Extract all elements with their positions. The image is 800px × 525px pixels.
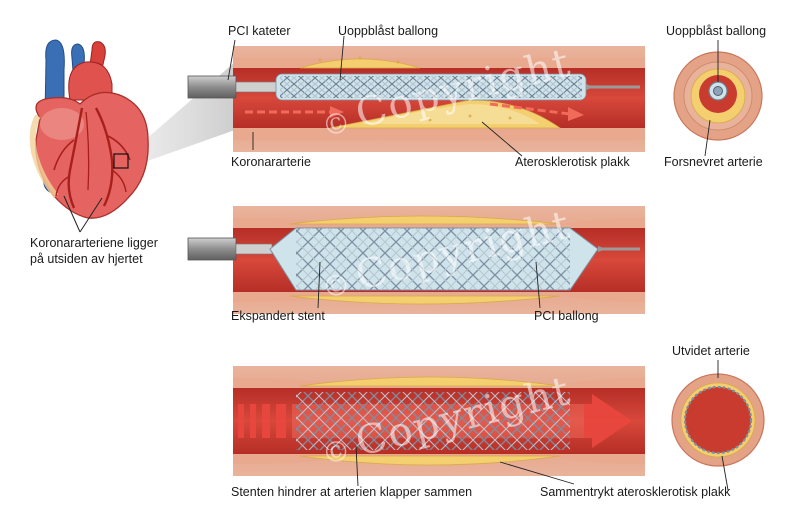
label-coronary-artery: Koronararterie: [231, 155, 311, 169]
label-narrowed-artery: Forsnevret arterie: [664, 155, 763, 169]
label-atherosclerotic-plaque: Aterosklerotisk plakk: [515, 155, 630, 169]
label-pci-catheter: PCI kateter: [228, 24, 291, 38]
label-expanded-stent: Ekspandert stent: [231, 309, 325, 323]
zoom-box: [113, 153, 129, 169]
crimped-stent: [280, 76, 582, 98]
label-heart-caption-1: Koronararteriene ligger: [30, 236, 158, 250]
label-heart-caption-2: på utsiden av hjertet: [30, 252, 143, 266]
pci-catheter-body-2: [187, 237, 237, 261]
widened-lumen: [683, 385, 753, 455]
label-compressed-plaque: Sammentrykt aterosklerotisk plakk: [540, 485, 731, 499]
label-widened-artery: Utvidet arterie: [672, 344, 750, 358]
aortic-arch: [68, 61, 113, 101]
panel-balloon-insertion: [187, 35, 645, 157]
pci-catheter-body: [187, 75, 237, 99]
flow-arrow-left: [330, 106, 344, 118]
panel-expanded-stent: [187, 206, 645, 314]
label-inflated-balloon: Uoppblåst ballong: [338, 24, 439, 38]
cross-section-narrowed: [673, 40, 763, 157]
panel-stent-in-place: [233, 366, 645, 487]
deployed-stent: [296, 392, 570, 450]
heart-illustration: [29, 39, 235, 233]
expanded-stent-mesh: [296, 228, 570, 290]
label-inflated-balloon-cross: Uoppblåst ballong: [666, 24, 767, 38]
label-stent-prevents: Stenten hindrer at arterien klapper samm…: [231, 485, 473, 499]
label-pci-balloon: PCI ballong: [534, 309, 599, 323]
cross-section-widened: [671, 360, 765, 491]
flow-arrow-right: [568, 107, 584, 121]
